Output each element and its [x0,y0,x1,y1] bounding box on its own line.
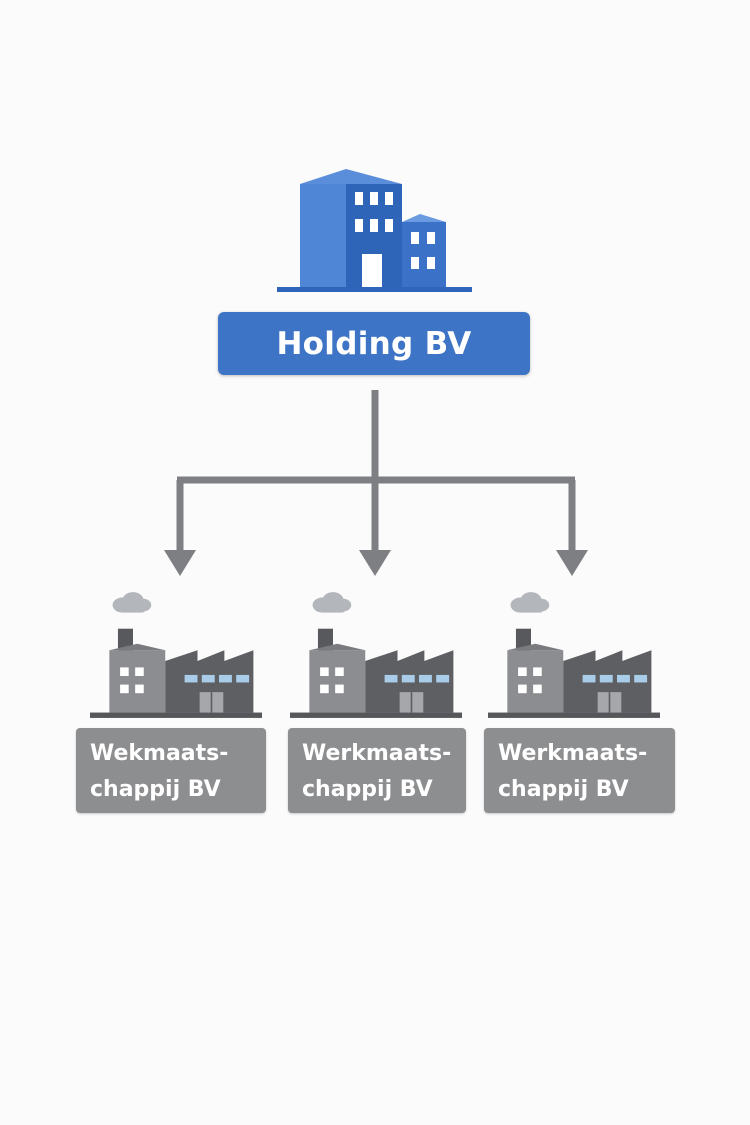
factory-icon [290,591,462,719]
connector-lines [176,390,576,552]
subsidiary-label-line1: Werkmaats- [498,741,648,766]
connector-arrowheads [164,550,588,576]
subsidiary-label-line2: chappij BV [90,777,221,802]
subsidiary-label-line1: Wekmaats- [90,741,229,766]
factory-icon [488,591,660,719]
arrowhead-right [556,550,588,576]
subsidiary-label-line2: chappij BV [498,777,629,802]
subsidiary-box: Werkmaats- chappij BV [288,728,466,813]
subsidiary-box: Werkmaats- chappij BV [484,728,675,813]
factory-icon [90,591,262,719]
subsidiary-label-line2: chappij BV [302,777,433,802]
holding-box: Holding BV [218,312,530,375]
subsidiary-label-line1: Werkmaats- [302,741,452,766]
arrowhead-left [164,550,196,576]
subsidiary-box: Wekmaats- chappij BV [76,728,266,813]
arrowhead-center [359,550,391,576]
holding-label: Holding BV [276,325,472,362]
office-building-icon [277,169,472,292]
